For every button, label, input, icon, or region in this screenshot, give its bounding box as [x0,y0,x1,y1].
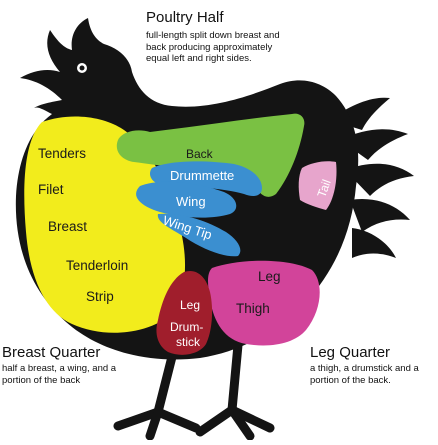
chicken-legs [113,340,275,441]
label-thigh: Thigh [236,301,270,316]
label-filet: Filet [38,182,64,197]
label-wing: Wing [176,194,206,209]
leg-quarter-line: portion of the back. [310,374,391,386]
poultry-half-line: back producing approximately [146,41,273,53]
label-strip: Strip [86,289,114,304]
label-tenders: Tenders [38,146,86,161]
label-drumstick-line1: Drum- [170,320,203,334]
label-drumstick-line2: stick [176,335,201,349]
label-leg: Leg [258,269,281,284]
pupil [79,65,85,71]
leg-quarter-title: Leg Quarter [310,344,391,361]
label-tenderloin: Tenderloin [66,258,128,273]
back-region [116,113,305,197]
tail-region [298,161,337,210]
breast-quarter-line: half a breast, a wing, and a [2,363,117,374]
leg-quarter-description: a thigh, a drumstick and a portion of th… [310,363,419,386]
drummette-region [149,161,262,196]
thigh-region [208,260,320,346]
breast-quarter-description: half a breast, a wing, and a portion of … [2,363,116,386]
label-breast: Breast [48,219,87,234]
wing-region [136,181,237,218]
wing-tip-region [157,213,241,257]
breast-quarter-title: Breast Quarter [2,344,101,361]
leg-quarter-line: a thigh, a drumstick and a [310,363,419,374]
breast-region [24,116,186,333]
breast-quarter-line: portion of the back [2,374,81,386]
poultry-half-line: equal left and right sides. [146,53,252,64]
label-back: Back [186,147,214,161]
poultry-half-title: Poultry Half [146,9,224,26]
label-drumstick-leg: Leg [180,298,200,312]
label-drummette: Drummette [170,168,234,183]
label-tail: Tail [314,178,333,200]
poultry-half-line: full-length split down breast and [146,30,280,41]
poultry-half-description: full-length split down breast and back p… [146,30,280,65]
breast-labels: Tenders Filet Breast Tenderloin Strip [38,146,128,304]
drumstick-region [156,270,213,355]
